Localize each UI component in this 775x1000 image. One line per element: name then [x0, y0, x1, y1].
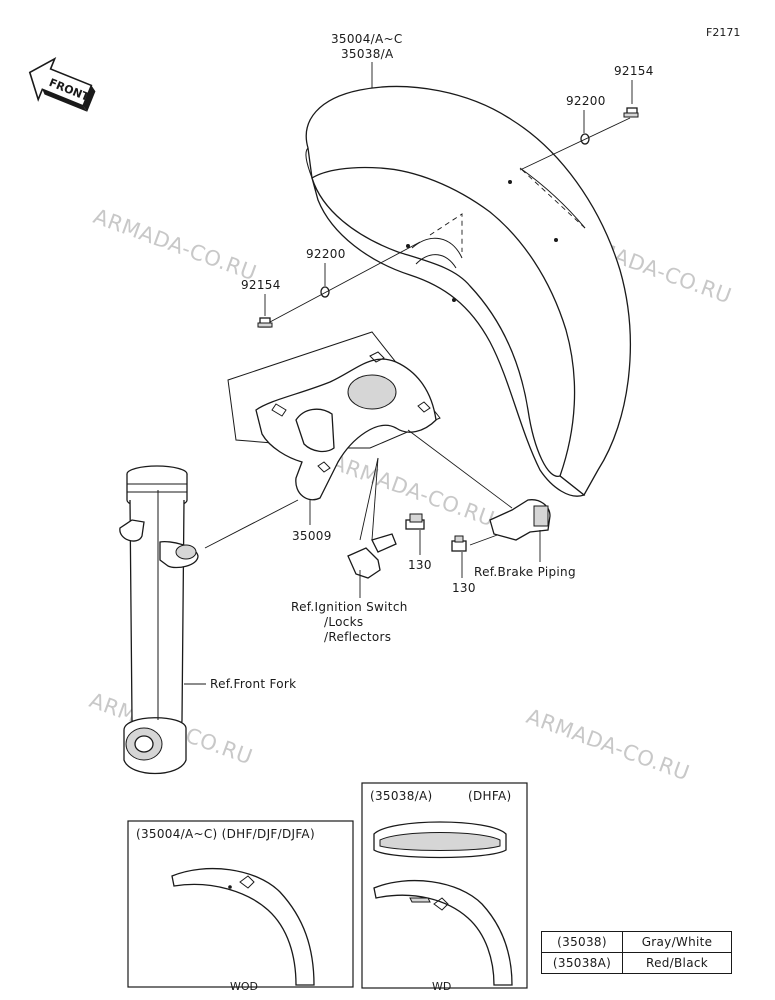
- ref-brake-piping: Ref.Brake Piping: [474, 565, 576, 579]
- front-fender: [305, 85, 631, 497]
- variant-wd-fender-side: [373, 879, 513, 986]
- color-row: (35038A) Red/Black: [541, 952, 732, 974]
- color-code: (35038A): [541, 952, 623, 974]
- callout-washer-left: 92200: [306, 247, 346, 261]
- callout-bolt-130-a: 130: [408, 558, 432, 572]
- color-table: (35038) Gray/White (35038A) Red/Black: [541, 931, 732, 974]
- variant-wod-box: [127, 820, 354, 988]
- variant-wd-header-model: (DHFA): [468, 789, 511, 803]
- callout-fender-a: 35004/A~C: [331, 32, 403, 46]
- color-name: Red/Black: [622, 952, 732, 974]
- washer-left-icon: [320, 286, 330, 298]
- ref-ignition-3: /Reflectors: [324, 630, 391, 644]
- fender-bracket: [227, 331, 441, 501]
- ignition-bracket: [347, 533, 397, 579]
- variant-wod-header: (35004/A~C) (DHF/DJF/DJFA): [136, 827, 315, 841]
- variant-wd-box: [361, 782, 528, 989]
- bolt-130-a-icon: [405, 513, 425, 530]
- watermark-5: ARMADA-CO.RU: [523, 704, 693, 785]
- callout-fender-b: 35038/A: [341, 47, 394, 61]
- color-code: (35038): [541, 931, 623, 953]
- color-row: (35038) Gray/White: [541, 931, 732, 953]
- variant-wd-fender-top: [373, 821, 507, 859]
- callout-bracket: 35009: [292, 529, 332, 543]
- bolt-right-icon: [623, 107, 639, 118]
- callout-bolt-left: 92154: [241, 278, 281, 292]
- figure-code: F2171: [706, 26, 740, 39]
- variant-wod-caption: WOD: [230, 980, 258, 993]
- variant-wod-fender: [171, 867, 315, 986]
- front-fork: [119, 465, 199, 775]
- callout-bolt-right: 92154: [614, 64, 654, 78]
- callout-washer-right: 92200: [566, 94, 606, 108]
- ref-front-fork: Ref.Front Fork: [210, 677, 296, 691]
- ref-ignition-2: /Locks: [324, 615, 363, 629]
- bolt-left-icon: [257, 317, 273, 328]
- variant-wd-header-code: (35038/A): [370, 789, 433, 803]
- callout-bolt-130-b: 130: [452, 581, 476, 595]
- brake-clamp: [489, 499, 551, 541]
- color-name: Gray/White: [622, 931, 732, 953]
- watermark-1: ARMADA-CO.RU: [90, 204, 260, 285]
- bolt-130-b-icon: [451, 535, 467, 552]
- ref-ignition-1: Ref.Ignition Switch: [291, 600, 408, 614]
- front-arrow-icon: FRONT: [28, 56, 96, 112]
- variant-wd-caption: WD: [432, 980, 451, 993]
